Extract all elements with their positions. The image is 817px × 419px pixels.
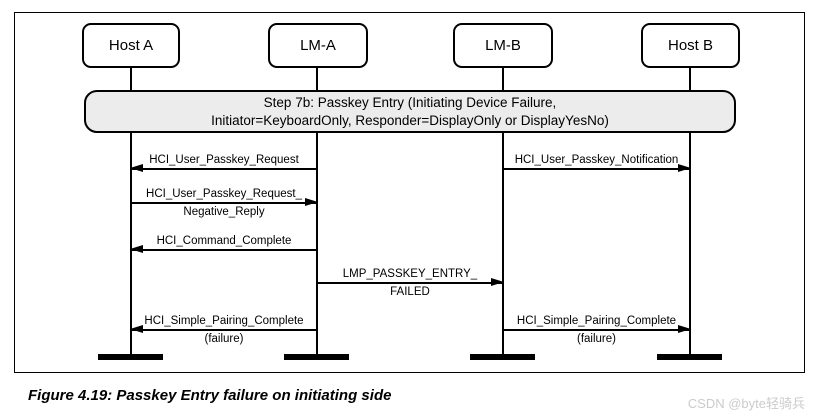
arrow-line [503, 329, 690, 331]
arrow-line [131, 249, 317, 251]
arrow-line [131, 168, 317, 170]
lifeline-host-a [130, 67, 132, 357]
arrowhead-right-icon [678, 325, 691, 333]
entity-box-host-b: Host B [641, 23, 740, 68]
message-label-line2: FAILED [390, 286, 430, 298]
message-label-line1: HCI_User_Passkey_Request_ [146, 188, 302, 200]
watermark: CSDN @byte轻骑兵 [687, 396, 805, 411]
entity-box-lm-a: LM-A [268, 23, 368, 68]
message-label-line1: LMP_PASSKEY_ENTRY_ [342, 268, 478, 280]
figure-caption: Figure 4.19: Passkey Entry failure on in… [28, 387, 392, 404]
diagram-border [14, 12, 805, 373]
arrow-line [317, 282, 503, 284]
entity-label-lm-a: LM-A [300, 37, 336, 54]
arrowhead-left-icon [130, 164, 143, 172]
message-label: HCI_User_Passkey_Request [149, 154, 299, 166]
arrowhead-left-icon [130, 325, 143, 333]
arrowhead-right-icon [491, 278, 504, 286]
entity-box-lm-b: LM-B [453, 23, 553, 68]
lifeline-host-b [689, 67, 691, 357]
arrowhead-right-icon [678, 164, 691, 172]
lifeline-end-bar-host-a [98, 354, 163, 360]
step-banner-line2: Initiator=KeyboardOnly, Responder=Displa… [211, 112, 609, 128]
lifeline-end-bar-lm-b [470, 354, 535, 360]
lifeline-lm-a [316, 67, 318, 357]
arrowhead-left-icon [130, 245, 143, 253]
lifeline-end-bar-lm-a [284, 354, 349, 360]
message-label: HCI_Command_Complete [156, 235, 292, 247]
message-label: HCI_User_Passkey_Notification [514, 154, 679, 166]
message-label-line1: HCI_Simple_Pairing_Complete [516, 315, 677, 327]
lifeline-lm-b [502, 67, 504, 357]
entity-label-lm-b: LM-B [485, 37, 521, 54]
entity-label-host-a: Host A [108, 37, 154, 54]
arrowhead-right-icon [305, 198, 318, 206]
arrow-line [503, 168, 690, 170]
arrow-line [131, 202, 317, 204]
step-banner-line1: Step 7b: Passkey Entry (Initiating Devic… [263, 94, 557, 110]
step-banner: Step 7b: Passkey Entry (Initiating Devic… [84, 90, 736, 133]
entity-label-host-b: Host B [667, 37, 713, 54]
message-label-line2: (failure) [204, 333, 244, 345]
lifeline-end-bar-host-b [657, 354, 722, 360]
arrow-line [131, 329, 317, 331]
message-label-line2: (failure) [577, 333, 616, 345]
message-label-line1: HCI_Simple_Pairing_Complete [144, 315, 304, 327]
message-label-line2: Negative_Reply [183, 206, 265, 218]
entity-box-host-a: Host A [82, 23, 180, 68]
